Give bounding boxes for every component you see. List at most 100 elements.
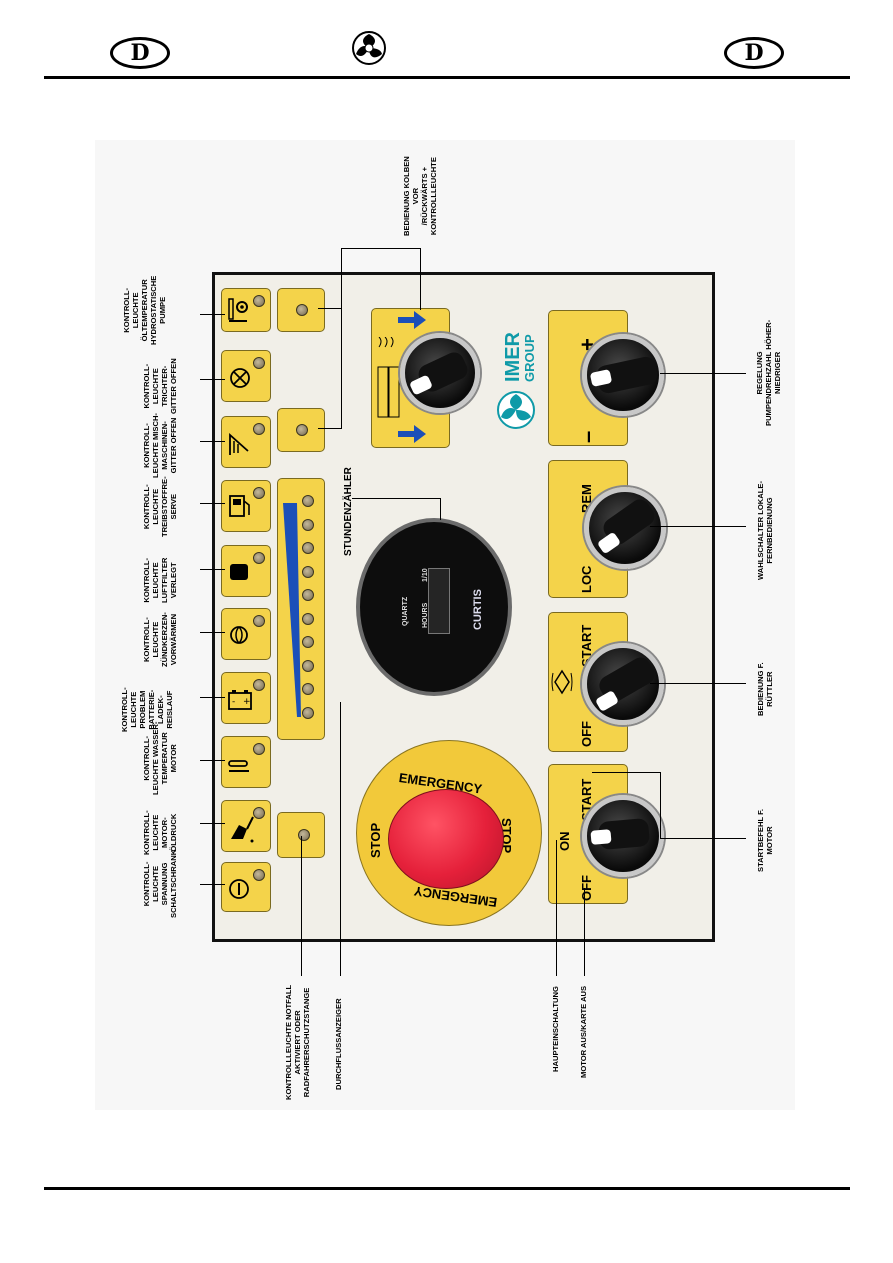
water-temp-icon — [228, 760, 249, 772]
label-line: PROBLEM — [138, 690, 147, 729]
label-line: LEUCHTE — [151, 621, 160, 658]
label-vibrator: BEDIENUNG F.RÜTTLER — [756, 662, 774, 716]
label-motor-start: STARTBEFEHL F.MOTOR — [756, 809, 774, 872]
label-line: KONTROLL- — [142, 861, 151, 907]
hopper-grid-icon — [230, 368, 250, 388]
label-line: KONTROLL- — [142, 423, 151, 468]
label-line: LEUCHTE — [151, 488, 160, 525]
air-filter-icon — [230, 564, 248, 580]
fuel-pump-icon — [229, 495, 250, 517]
main-switch-knob[interactable] — [582, 795, 664, 877]
battery-icon: - + — [228, 690, 252, 710]
lamp-hopper-grid — [221, 350, 271, 402]
gauge-quartz: QUARTZ — [402, 596, 409, 626]
label-line: GITTER OFFEN — [169, 358, 178, 414]
power-icon — [229, 879, 249, 899]
gauge-brand: CURTIS — [472, 589, 484, 630]
label-local-remote: WAHLSCHALTER LOKALE-FERNBEDIENUNG — [756, 481, 774, 580]
label-line: ÖLDRUCK — [169, 813, 178, 852]
label-line: BEDIENUNG KOLBEN — [402, 156, 411, 236]
gauge-unit: 1/10 — [422, 568, 429, 582]
label-line: ZÜNDKERZEN- — [160, 612, 169, 667]
label-line: SERVE — [169, 493, 178, 520]
label-line: TREIBSTOFFRE- — [160, 476, 169, 537]
label-line: MASCHINEN- — [160, 421, 169, 470]
label-line: LEUCHTE — [151, 562, 160, 599]
label-line: SCHALTSCHRANK — [169, 849, 178, 918]
pump-speed-knob[interactable] — [582, 334, 664, 416]
loc-label: LOC — [579, 565, 594, 593]
language-badge-right: D — [724, 37, 784, 69]
main-on-label: ON — [557, 831, 572, 852]
label-line: KONTROLL- — [142, 363, 151, 409]
label-line: LEUCHTE — [131, 292, 140, 329]
label-main-switch: HAUPTEINSCHALTUNG — [551, 986, 560, 1072]
label-line: MOTOR- — [160, 817, 169, 848]
flow-led — [302, 589, 314, 601]
flow-led — [302, 706, 314, 719]
vib-off-label: OFF — [579, 721, 594, 747]
label-line: TRICHTER- — [160, 365, 169, 407]
flow-led — [302, 612, 314, 625]
label-line: KONTROLL- — [122, 287, 131, 333]
flow-led — [302, 495, 314, 507]
lamp-glow-plug — [221, 608, 271, 660]
lamp-fuel — [221, 480, 271, 532]
label-line: LADEK- — [156, 695, 165, 724]
hour-meter: QUARTZ HOURS CURTIS 1/10 — [356, 518, 512, 696]
local-remote-knob[interactable] — [584, 487, 666, 569]
label-line: VERLEGT — [169, 562, 178, 599]
label-line: LEUCHTE WASSER- — [151, 721, 160, 795]
label-line: KONTROLLLEUCHTE NOTFALL — [284, 984, 293, 1100]
label-line: WAHLSCHALTER LOKALE- — [756, 481, 765, 580]
label-line: KONTROLL- — [142, 810, 151, 855]
label-line: RADFAHRERSCHUTZSTANGE — [302, 987, 311, 1098]
label-line: VORWÄRMEN — [169, 613, 178, 666]
arrow-forward-icon — [398, 311, 426, 329]
piston-icon — [377, 337, 400, 418]
arrow-backward-icon — [398, 425, 426, 443]
emergency-stop-button[interactable] — [388, 789, 504, 889]
brand-name-line2: GROUP — [522, 334, 537, 382]
label-line: KONTROLL- — [142, 484, 151, 530]
label-line: NIEDRIGER — [773, 351, 782, 395]
label-line: LEUCHTE — [151, 814, 160, 851]
label-line: BATTERIE- — [147, 689, 156, 730]
label-line: LEUCHTE MISCH- — [151, 413, 160, 478]
lamp-water-temp — [221, 736, 271, 788]
flow-led — [302, 565, 314, 578]
label-line: REGELUNG — [755, 351, 764, 395]
flow-led — [302, 659, 314, 672]
flow-led — [302, 683, 314, 695]
label-line: REISLAUF — [165, 690, 174, 729]
glow-plug-icon — [230, 626, 248, 644]
label-line: KONTROLL- — [142, 617, 151, 662]
estop-left-label: STOP — [368, 822, 383, 858]
label-line: VOR — [411, 187, 420, 205]
lamp-mixer-grid — [221, 416, 271, 468]
piston-selector-knob[interactable] — [400, 333, 480, 413]
lamp-oil-temp — [221, 288, 271, 332]
imer-group-logo-icon — [497, 391, 535, 429]
label-line: HYDROSTATISCHE — [149, 275, 158, 345]
flow-led — [302, 542, 314, 554]
flow-led — [302, 636, 314, 648]
vibrator-knob[interactable] — [582, 643, 664, 725]
label-line: PUMPE — [158, 296, 167, 324]
label-line: ÖLTEMPERATUR — [140, 279, 149, 342]
main-off-label: OFF — [579, 875, 594, 901]
label-line: RÜTTLER — [765, 671, 774, 707]
label-flow: DURCHFLUSSANZEIGER — [334, 998, 343, 1090]
lamp-piston-backward — [277, 408, 325, 452]
label-line: MOTOR — [169, 744, 178, 773]
